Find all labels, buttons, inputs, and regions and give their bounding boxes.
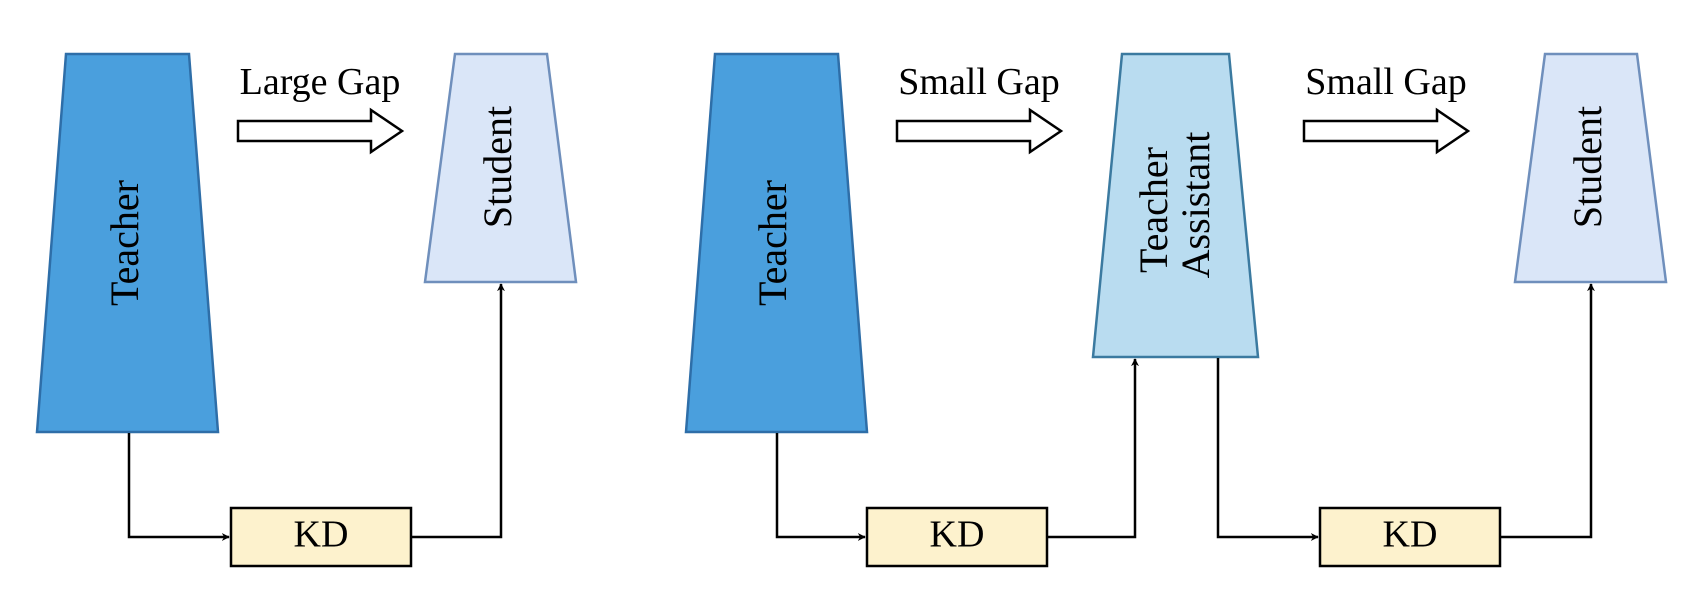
left-student-label: Student — [475, 106, 520, 228]
right-kd1-box — [865, 506, 1049, 568]
right-student-label: Student — [1565, 106, 1610, 228]
assistant-label-line2: Assistant — [1173, 132, 1218, 279]
kd1-to-assistant-connector — [1047, 358, 1139, 539]
left-gap-arrow — [236, 107, 405, 155]
right-teacher-shape — [684, 52, 869, 434]
left-teacher-label: Teacher — [102, 180, 147, 306]
right-teacher-label: Teacher — [750, 180, 795, 306]
right-gap2-arrow — [1302, 107, 1471, 155]
right-kd2-box — [1318, 506, 1502, 568]
left-kd-label: KD — [294, 514, 349, 556]
right-teacher-to-kd1-connector — [775, 433, 866, 541]
right-panel: Teacher Small Gap Teacher Assistant Smal… — [684, 52, 1668, 568]
left-kd-box — [229, 506, 413, 568]
right-student-shape — [1513, 52, 1668, 284]
right-kd2-label: KD — [1383, 514, 1438, 556]
left-teacher-shape — [35, 52, 220, 434]
left-gap-label: Large Gap — [240, 61, 401, 103]
assistant-to-kd2-connector — [1216, 358, 1319, 541]
assistant-label: Teacher Assistant — [1131, 132, 1218, 279]
kd2-to-student-connector — [1500, 283, 1595, 539]
left-teacher-to-kd-connector — [127, 433, 230, 541]
right-gap1-arrow — [895, 107, 1064, 155]
left-panel: Teacher Large Gap Student KD — [35, 52, 578, 568]
assistant-shape — [1091, 52, 1260, 359]
left-kd-to-student-connector — [411, 283, 505, 539]
left-student-shape — [423, 52, 578, 284]
right-gap1-label: Small Gap — [898, 61, 1059, 103]
assistant-label-line1: Teacher — [1131, 147, 1176, 273]
right-gap2-label: Small Gap — [1305, 61, 1466, 103]
right-kd1-label: KD — [930, 514, 985, 556]
